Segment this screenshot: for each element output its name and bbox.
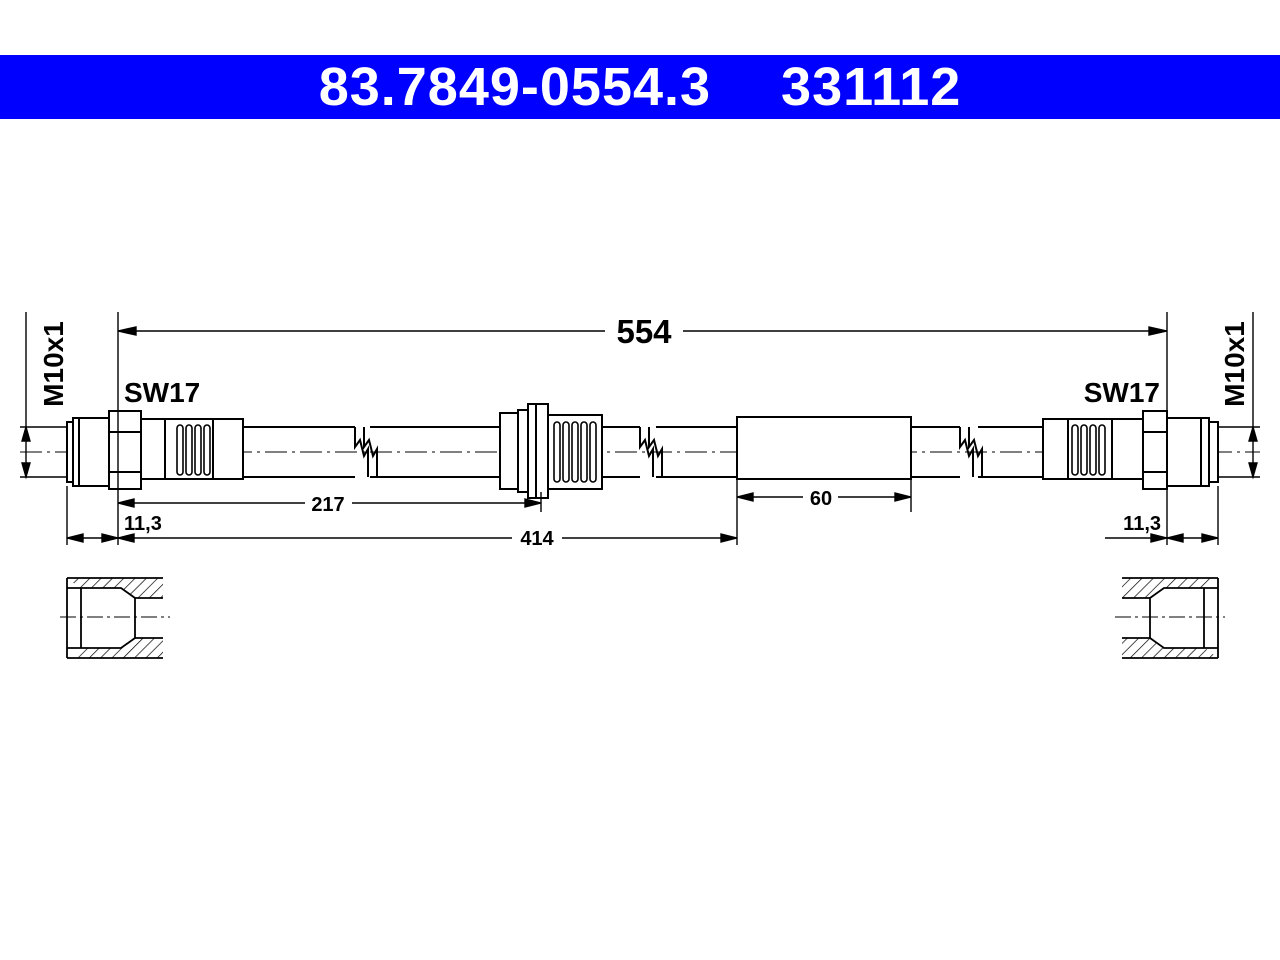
hose-body — [243, 426, 1043, 478]
left-end-length-label: 11,3 — [124, 513, 162, 535]
left-wrench-label: SW17 — [124, 377, 200, 408]
part-number: 83.7849-0554.3 — [318, 57, 712, 117]
sleeve-length-label: 60 — [810, 488, 832, 510]
right-end-fitting — [1042, 410, 1219, 490]
right-port-section — [1115, 577, 1225, 659]
overall-length-label: 554 — [616, 313, 672, 350]
right-end-length-label: 11,3 — [1123, 513, 1161, 535]
part-code: 331112 — [781, 57, 962, 117]
left-end-fitting — [66, 410, 244, 490]
header-banner: 83.7849-0554.3 331112 — [0, 55, 1280, 119]
left-thread-label: M10x1 — [38, 321, 69, 407]
middle-bracket-fitting — [499, 403, 603, 499]
sleeve-distance-label: 414 — [520, 528, 554, 550]
protective-sleeve — [736, 416, 912, 480]
dimension-lines — [20, 312, 1260, 545]
bracket-distance-label: 217 — [311, 494, 344, 516]
left-port-section — [60, 577, 170, 659]
right-thread-label: M10x1 — [1219, 321, 1250, 407]
right-wrench-label: SW17 — [1084, 377, 1160, 408]
